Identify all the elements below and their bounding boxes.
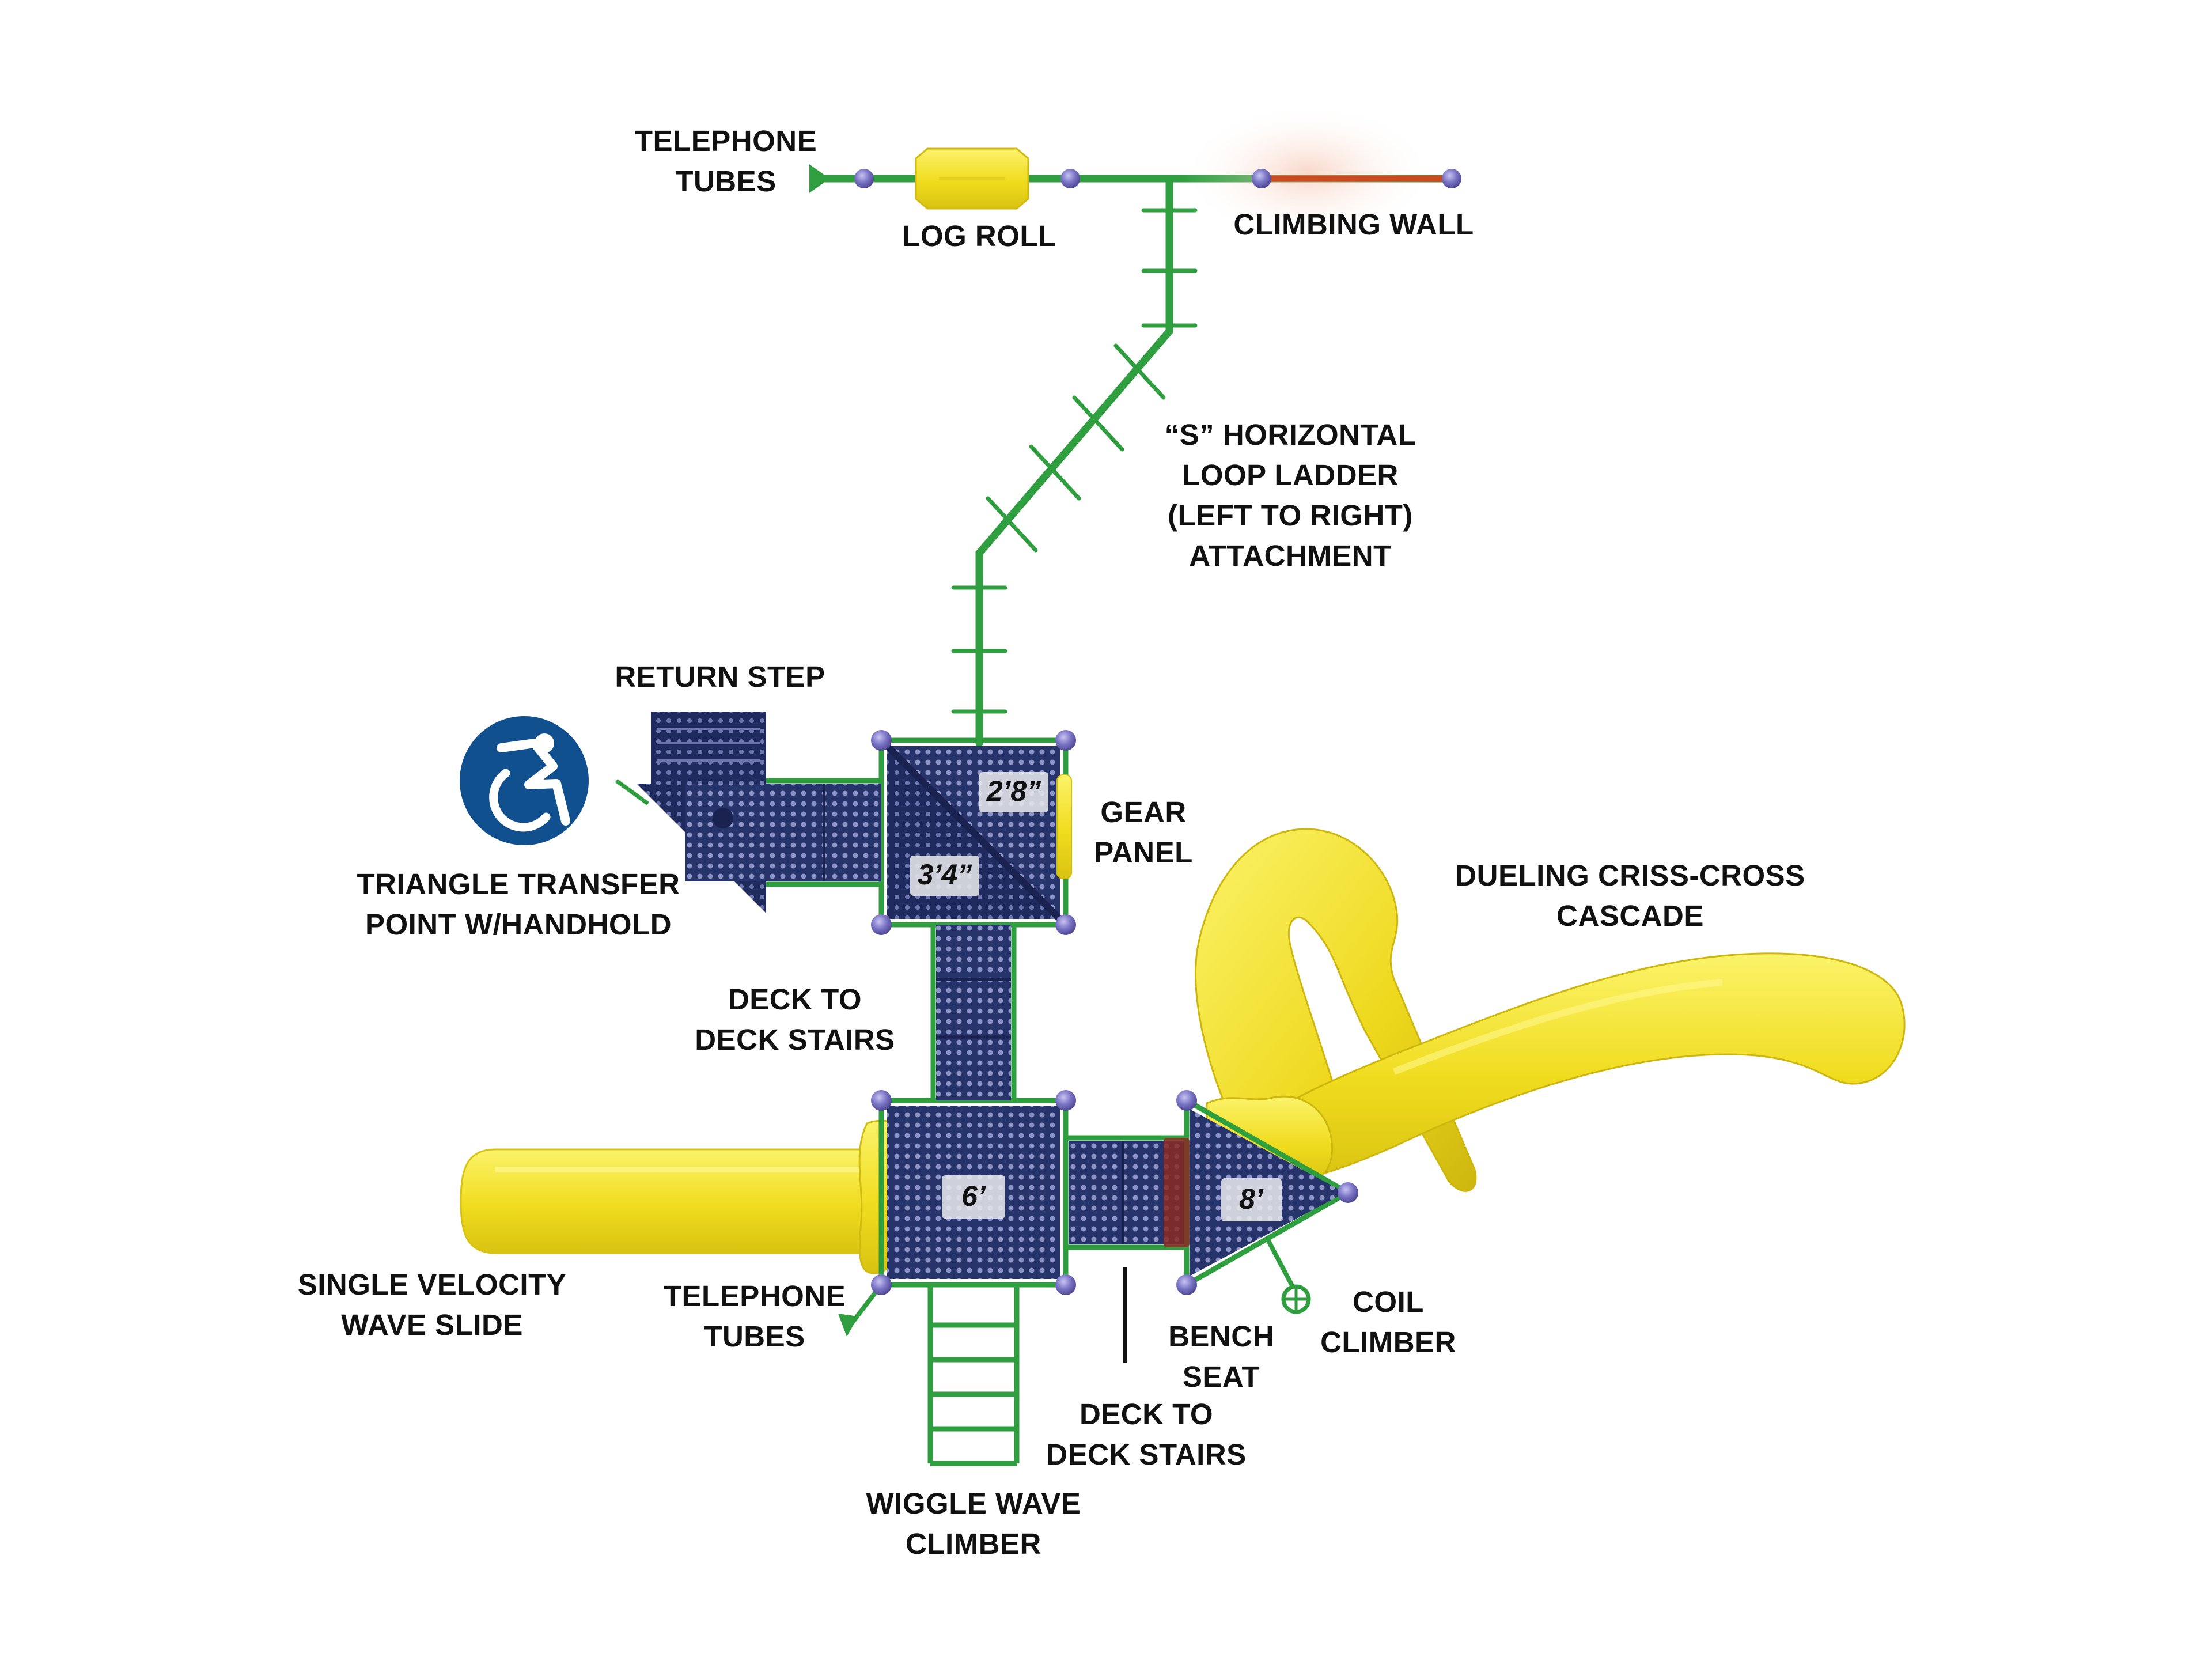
label-deck-stairs-lower: DECK TO DECK STAIRS [1046, 1398, 1247, 1471]
climbing-wall-glow [1181, 104, 1434, 242]
loop-ladder [951, 175, 1198, 747]
label-bench-seat: BENCH SEAT [1168, 1320, 1274, 1393]
label-coil-climber: COIL CLIMBER [1320, 1285, 1456, 1359]
deck-height-main: 6’ [961, 1180, 986, 1212]
top-arm [809, 104, 1452, 242]
label-loop-ladder: “S” HORIZONTAL LOOP LADDER (LEFT TO RIGH… [1164, 418, 1416, 572]
telephone-tube-horn-bottom [838, 1314, 858, 1337]
handhold [615, 779, 650, 805]
log-roll [915, 147, 1029, 210]
label-gear-panel: GEAR PANEL [1094, 796, 1193, 869]
deck-height-right: 8’ [1239, 1183, 1264, 1215]
label-return-step: RETURN STEP [615, 660, 825, 693]
dueling-criss-cross-cascade [1194, 828, 1906, 1192]
label-telephone-tubes-top: TELEPHONE TUBES [634, 124, 817, 198]
label-log-roll: LOG ROLL [902, 220, 1056, 252]
upper-deck-stairs [936, 925, 1011, 1100]
accessibility-wheelchair-icon [460, 716, 589, 845]
posts [854, 169, 1461, 1295]
wiggle-wave-climber [927, 1285, 1020, 1466]
transfer-system [615, 712, 881, 913]
label-climbing-wall: CLIMBING WALL [1233, 208, 1474, 241]
deck-height-upper-left: 3’4” [918, 858, 972, 891]
label-wiggle-wave-climber: WIGGLE WAVE CLIMBER [866, 1487, 1081, 1560]
single-velocity-wave-slide [460, 1119, 902, 1274]
telephone-tube-horn-top [809, 164, 830, 193]
label-single-velocity-wave-slide: SINGLE VELOCITY WAVE SLIDE [297, 1268, 567, 1341]
coil-climber [1281, 1284, 1311, 1314]
label-deck-stairs-upper: DECK TO DECK STAIRS [695, 983, 895, 1056]
label-dueling-cascade: DUELING CRISS-CROSS CASCADE [1455, 859, 1805, 932]
lower-deck-stairs [1069, 1138, 1190, 1247]
return-step [651, 712, 766, 784]
deck-height-badges: 2’8” 3’4” 6’ 8’ [910, 772, 1282, 1221]
bench-seat [1164, 1138, 1190, 1247]
deck-height-upper-right: 2’8” [986, 775, 1041, 807]
label-triangle-transfer: TRIANGLE TRANSFER POINT W/HANDHOLD [357, 868, 680, 941]
label-telephone-tubes-bottom: TELEPHONE TUBES [663, 1280, 846, 1353]
gear-panel [1056, 774, 1072, 879]
